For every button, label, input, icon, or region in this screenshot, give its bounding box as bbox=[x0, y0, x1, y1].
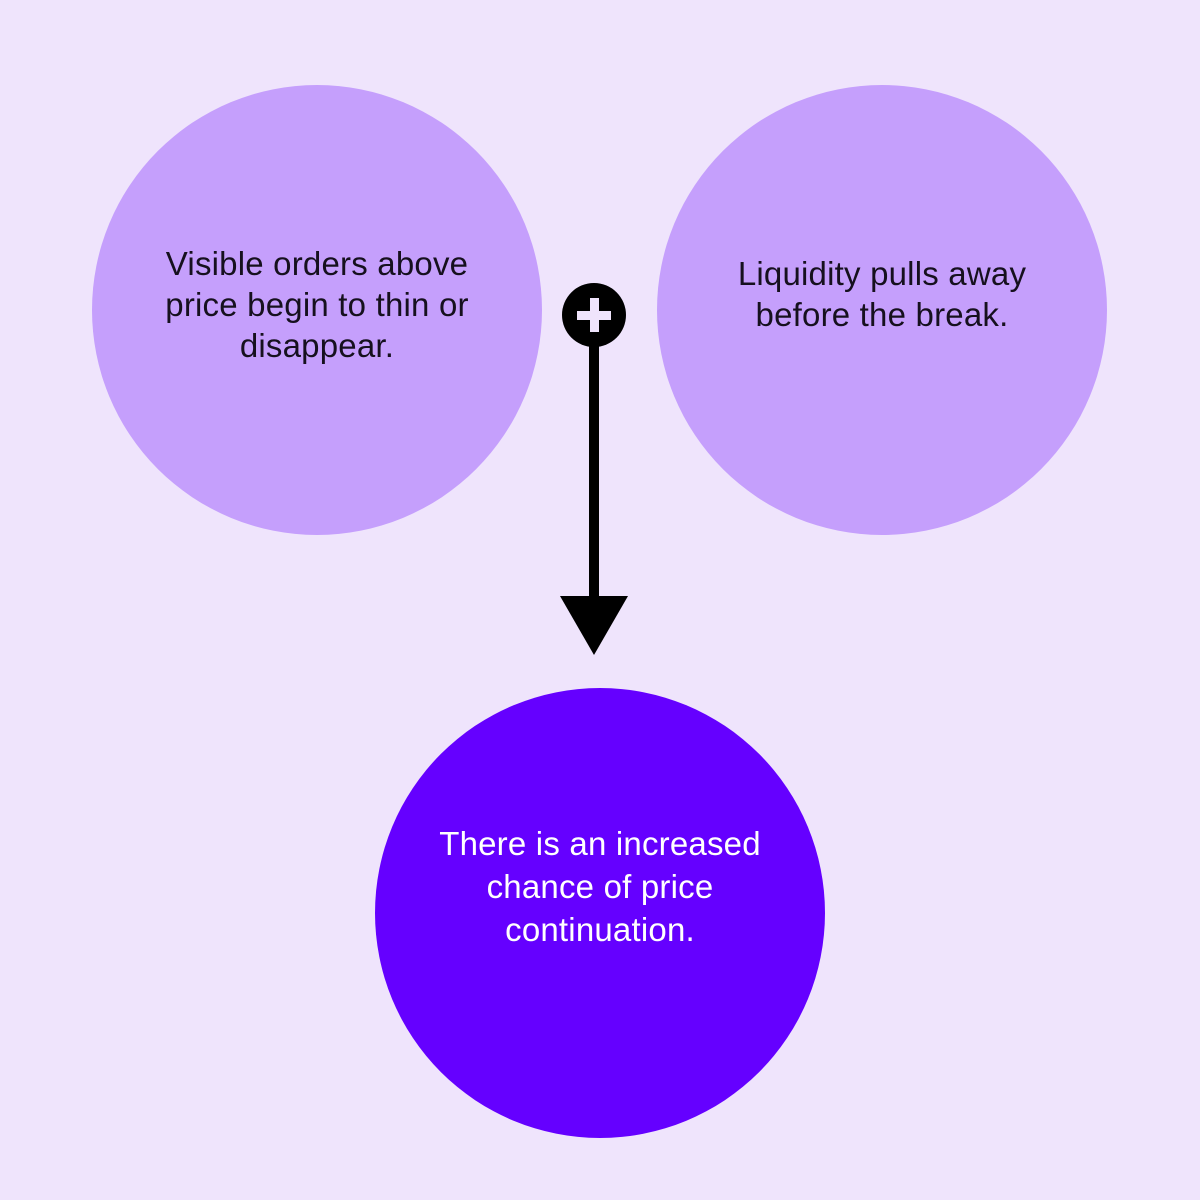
node-visible-orders-text: Visible orders above price begin to thin… bbox=[165, 244, 469, 364]
arrow-head-icon bbox=[560, 596, 628, 655]
node-visible-orders: Visible orders above price begin to thin… bbox=[92, 85, 542, 535]
node-outcome: There is an increased chance of price co… bbox=[375, 688, 825, 1138]
node-liquidity-pulls: Liquidity pulls away before the break. bbox=[657, 85, 1107, 535]
node-liquidity-pulls-text: Liquidity pulls away before the break. bbox=[737, 255, 1027, 333]
plus-icon bbox=[577, 298, 611, 332]
node-outcome-text: There is an increased chance of price co… bbox=[439, 825, 761, 948]
